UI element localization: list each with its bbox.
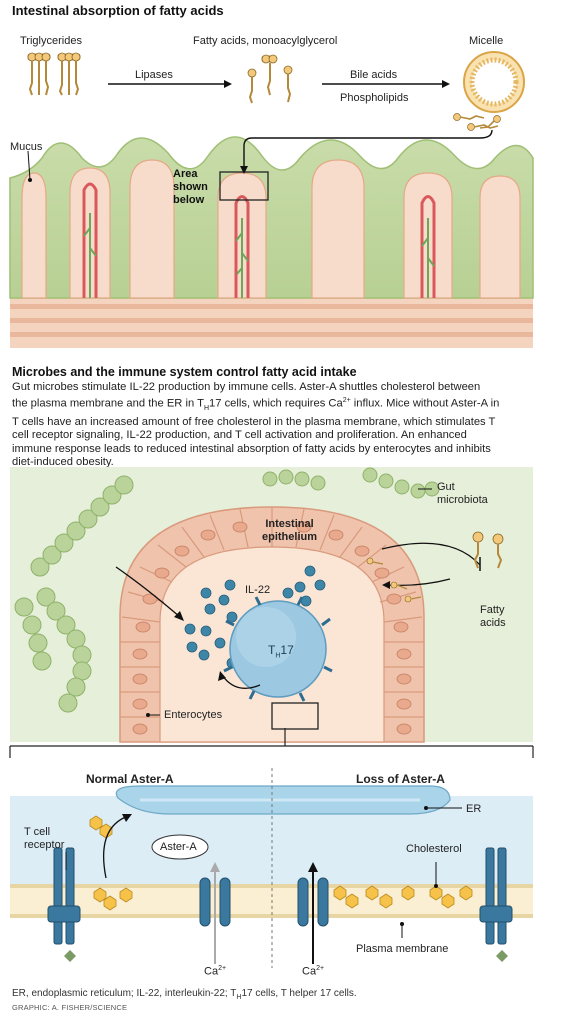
il22-label: IL-22 [245,584,271,596]
desc-line-6: diet-induced obesity. [12,456,114,468]
desc-line-3: T cells have an increased amount of free… [12,415,496,428]
zoom-box [271,702,319,730]
area-shown-label: Area shown below [173,168,208,207]
er-label: ER [466,803,482,815]
panel2-description: Gut microbes stimulate IL-22 production … [12,381,552,469]
micelle-to-villus-arrow [243,129,493,170]
loss-aster-a-heading: Loss of Aster-A [356,772,445,786]
area-line-3: below [173,194,205,206]
gut-microbiota-chain [14,467,440,713]
desc-line-2: the plasma membrane and the ER in TH17 c… [12,394,552,415]
area-line-1: Area [173,168,198,180]
abbreviations-footnote: ER, endoplasmic reticulum; IL-22, interl… [12,988,357,1001]
t-cell-line-2: receptor [24,839,65,851]
aster-a-bubble [151,834,209,860]
t-cell-receptor [47,847,513,945]
intestinal-line-1: Intestinal [265,518,314,530]
gut-microbiota-line-2: microbiota [437,494,488,506]
ca-right-text: Ca [302,965,317,978]
th17-sub: H [275,652,281,660]
plasma-membrane-label: Plasma membrane [356,943,449,955]
th17-t: T [268,643,276,657]
ca-left-text: Ca [204,965,219,978]
ca-right-label: Ca2+ [302,965,324,978]
cholesterol-label: Cholesterol [406,843,462,855]
micelle-icon [463,51,525,113]
desc-line-2-sub: H [203,405,210,413]
gut-microbiota-label: Gut microbiota [437,481,488,507]
bile-acids-label: Bile acids [350,69,398,81]
intestinal-epithelium-label: Intestinal epithelium [262,518,317,544]
aster-a-label: Aster-A [160,841,197,853]
lipases-label: Lipases [135,69,173,81]
aster-a-diagram [9,728,534,968]
desc-line-2b: 17 cells, which requires Ca [209,398,343,411]
fatty-acid-icon [247,54,293,104]
desc-line-2c: influx. Mice without Aster-A in [350,398,500,411]
enterocytes-label: Enterocytes [164,709,223,721]
area-line-2: shown [173,181,208,193]
desc-line-4: cell receptor signaling, IL-22 productio… [12,429,467,442]
desc-line-2a: the plasma membrane and the ER in T [12,398,204,411]
t-cell-receptor-label: T cell receptor [24,826,64,852]
fatty-mono-label: Fatty acids, monoacylglycerol [193,35,338,47]
ca-left-sup: 2+ [218,965,227,972]
fatty-acids-line-1: Fatty [480,604,505,616]
fatty-acid-icon [453,113,501,131]
calcium-channel [199,877,329,927]
intestinal-villi-diagram [9,129,534,348]
triglyceride-icon [57,52,81,96]
fatty-acids-line-2: acids [480,617,506,629]
desc-line-2-sup: 2+ [342,397,351,405]
graphic-credit: GRAPHIC: A. FISHER/SCIENCE [12,1003,128,1012]
panel2-title: Microbes and the immune system control f… [12,365,357,379]
triglycerides-label: Triglycerides [20,35,82,47]
abbrev-sub: H [236,994,242,1001]
ca-left-label: Ca2+ [204,965,226,978]
immune-diagram [10,467,533,743]
fatty-acid-icon [366,531,504,603]
th17-label: TH17 [268,643,294,659]
micelle-label: Micelle [469,35,504,47]
abbrev-b: 17 cells, T helper 17 cells. [241,988,357,999]
intestinal-line-2: epithelium [262,531,318,543]
th17-17: 17 [280,643,294,657]
desc-line-1: Gut microbes stimulate IL-22 production … [12,381,481,393]
abbrev-a: ER, endoplasmic reticulum; IL-22, interl… [12,988,237,999]
phospholipids-label: Phospholipids [340,92,409,104]
triglyceride-icon [27,52,51,96]
cholesterol-molecules [89,815,473,911]
panel1-title: Intestinal absorption of fatty acids [12,3,224,18]
desc-line-5: immune response leads to reduced intesti… [12,442,491,455]
gut-microbiota-line-1: Gut [437,481,455,493]
t-cell-line-1: T cell [24,826,51,838]
normal-aster-a-heading: Normal Aster-A [86,772,174,786]
th17-cell [223,596,333,702]
fatty-acids-label: Fatty acids [480,604,506,630]
lipid-molecules-diagram [27,51,525,131]
mucus-label: Mucus [10,141,43,153]
ca-right-sup: 2+ [316,965,325,972]
